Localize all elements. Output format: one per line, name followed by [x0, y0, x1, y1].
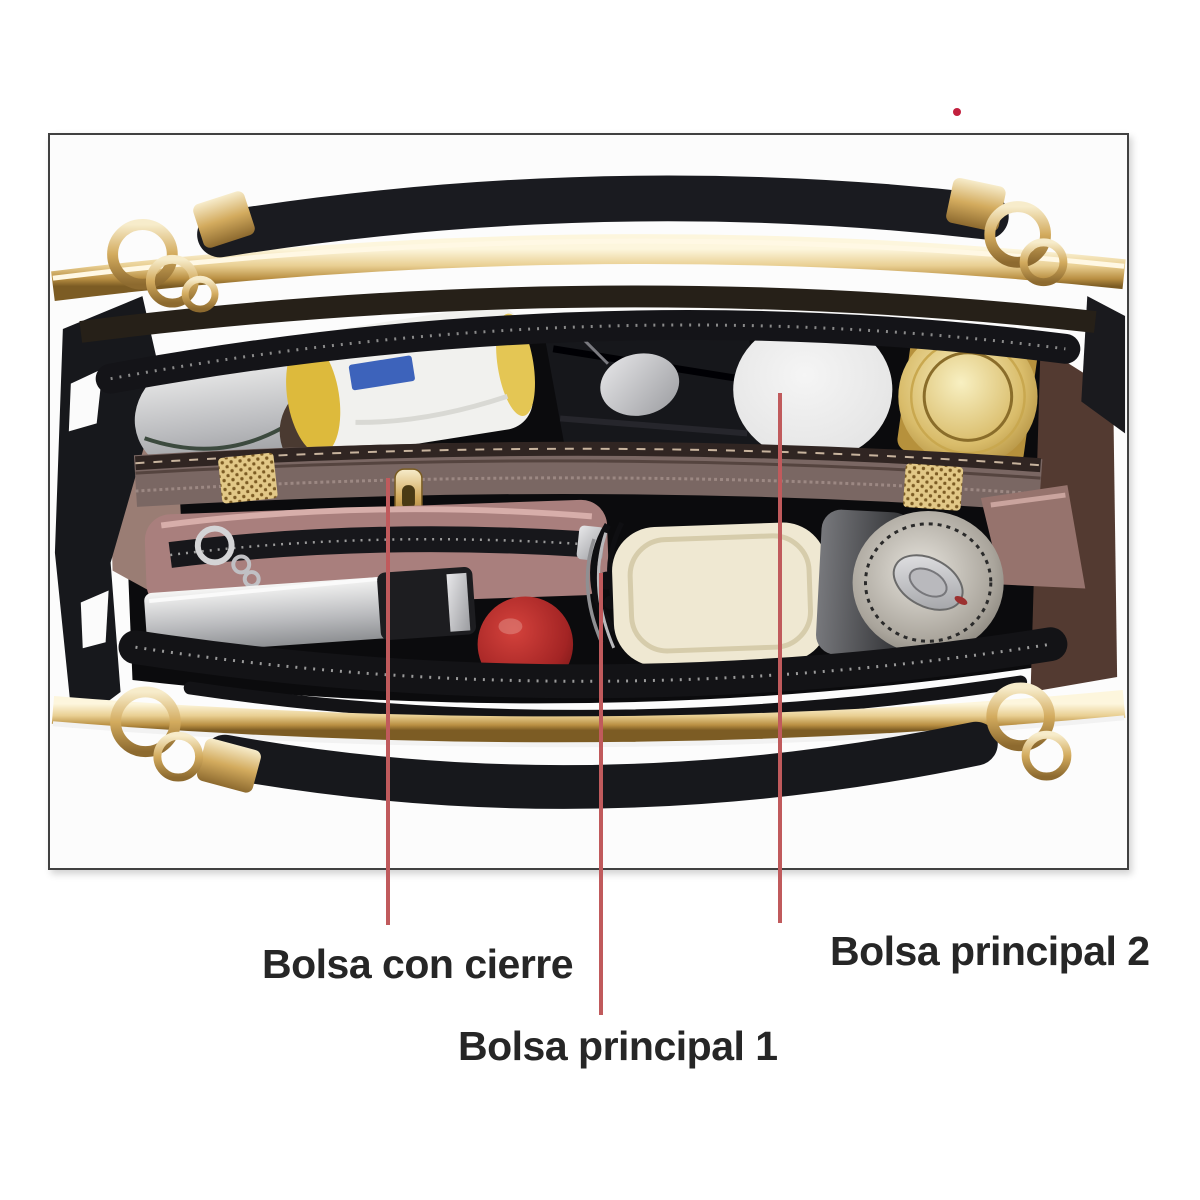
red-dot — [953, 108, 961, 116]
callout-label-main-pocket-1: Bolsa principal 1 — [458, 1023, 778, 1069]
top-handle-cap-left — [193, 191, 255, 248]
right-pink-pouch — [980, 485, 1086, 589]
leader-line-main-pocket-1 — [599, 573, 603, 1015]
bottom-handle — [197, 721, 998, 809]
top-ring-cluster-right — [984, 201, 1068, 287]
right-lining-wall — [1030, 345, 1118, 692]
gold-mesh-tab-left — [218, 452, 278, 504]
leader-line-main-pocket-2 — [778, 393, 782, 923]
top-zipper — [79, 285, 1097, 394]
top-gold-frame — [51, 234, 1126, 301]
folded-umbrella — [543, 317, 762, 466]
left-wing-gap — [68, 368, 103, 432]
zip-wallet — [144, 499, 609, 610]
bottom-handle-cap-left — [197, 738, 261, 793]
callout-label-zip-pocket: Bolsa con cierre — [262, 941, 574, 987]
turnlock-case — [852, 510, 1004, 655]
divider-zip-pocket — [133, 441, 1043, 511]
bottom-ring-cluster-left — [110, 686, 204, 782]
gold-mesh-tab-right — [903, 463, 964, 511]
product-photo — [48, 133, 1129, 870]
gold-can — [897, 323, 1039, 467]
cream-box — [585, 522, 829, 667]
camera — [144, 566, 477, 655]
top-ring-cluster-left — [107, 219, 219, 313]
wallet-zipper-pull-ring — [194, 525, 235, 566]
leader-line-zip-pocket — [386, 478, 390, 925]
white-jar — [733, 318, 893, 462]
bottom-ring-cluster-right — [986, 682, 1072, 781]
handbag-illustration — [51, 175, 1126, 809]
callout-label-main-pocket-2: Bolsa principal 2 — [830, 928, 1150, 974]
left-wing-gap-2 — [80, 590, 109, 649]
